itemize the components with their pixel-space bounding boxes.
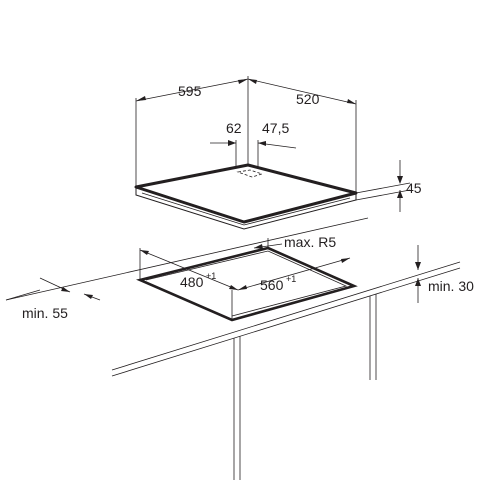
dimension-min-55: min. 55: [22, 277, 101, 321]
dimension-480-label: 480: [180, 274, 204, 290]
dimension-47-5-label: 47,5: [262, 120, 289, 136]
hob-plate-edge-lower: [141, 192, 351, 226]
cutout-inner: [145, 250, 348, 317]
radius-label: max. R5: [284, 234, 336, 250]
dimension-595-label: 595: [178, 83, 202, 99]
dimension-560-tolerance: +1: [286, 274, 296, 284]
dimension-480: 480 +1: [139, 249, 239, 291]
dimension-520: 520: [247, 78, 357, 107]
cutout-outline: [135, 246, 358, 322]
hob-top-plate: [134, 163, 358, 224]
dimension-560-label: 560: [260, 277, 284, 293]
extension-lines: [135, 76, 411, 201]
dimension-595: 595: [135, 78, 249, 102]
min-55-label: min. 55: [22, 305, 68, 321]
dimension-480-tolerance: +1: [206, 271, 216, 281]
dimension-62-label: 62: [226, 120, 242, 136]
gas-connection-mark: [236, 169, 264, 178]
dimension-45-label: 45: [406, 180, 422, 196]
radius-leader: max. R5: [253, 234, 336, 250]
min-30-label: min. 30: [428, 278, 474, 294]
hob-appliance: [134, 163, 358, 230]
worktop: [5, 217, 461, 480]
dimension-520-label: 520: [296, 91, 320, 107]
hob-plate-edge: [135, 187, 357, 230]
dimension-min-30: min. 30: [415, 245, 474, 303]
dimension-560: 560 +1: [237, 257, 351, 293]
dimension-62-47: 62 47,5: [210, 120, 297, 149]
worktop-cutout: [135, 246, 358, 322]
dimension-45: 45: [397, 160, 422, 212]
